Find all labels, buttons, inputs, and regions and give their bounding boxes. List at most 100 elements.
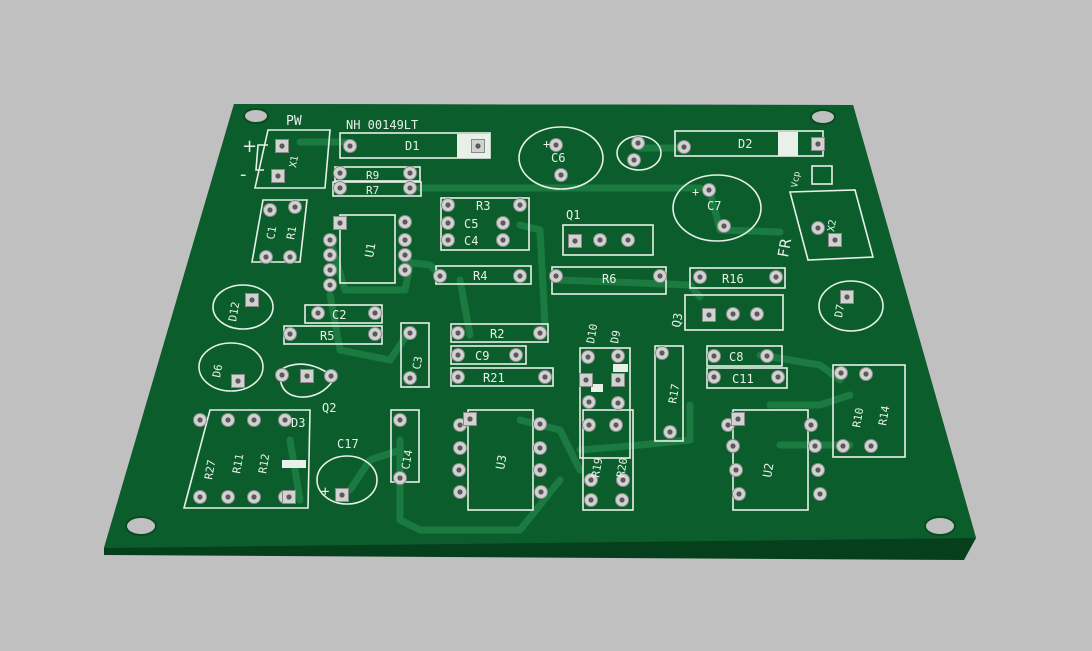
pad-drill (517, 273, 523, 279)
c14-label: C14 (399, 448, 415, 470)
pad-drill (475, 143, 481, 149)
pad-drill (275, 173, 281, 179)
r10-label: R10 (850, 407, 866, 429)
c7-label: C7 (707, 199, 721, 213)
c6-label: C6 (551, 151, 565, 165)
r5-label: R5 (320, 329, 334, 343)
c1-label: C1 (264, 225, 279, 240)
pad-drill (620, 477, 626, 483)
pad-drill (553, 273, 559, 279)
pad-drill (815, 141, 821, 147)
u2-label: U2 (760, 462, 776, 479)
pad-drill (287, 331, 293, 337)
pad-drill (397, 417, 403, 423)
pad-drill (292, 204, 298, 210)
power-plus-label: + (242, 136, 257, 157)
silkscreen-labels: NH 00149LT PW + - X1 FR X2 Vcp D1 D2 C6 … (202, 114, 892, 500)
pad-drill (733, 467, 739, 473)
pad-drill (538, 489, 544, 495)
pad-drill (631, 157, 637, 163)
pad-drill (407, 330, 413, 336)
pad-drill (537, 467, 543, 473)
u1-label: U1 (362, 242, 378, 259)
pad-drill (812, 443, 818, 449)
r9-label: R9 (366, 169, 379, 182)
r20-label: R20 (614, 457, 630, 479)
pad-drill (586, 399, 592, 405)
pad-drill (402, 267, 408, 273)
pad-drill (225, 417, 231, 423)
pad-drill (337, 170, 343, 176)
r1-label: R1 (284, 225, 299, 240)
power-minus-label: - (240, 164, 247, 185)
c4-label: C4 (464, 234, 478, 248)
d9-label: D9 (608, 329, 623, 344)
pad-drill (736, 491, 742, 497)
pad-drill (572, 238, 578, 244)
pad-drill (613, 422, 619, 428)
r16-label: R16 (722, 272, 744, 286)
r4-label: R4 (473, 269, 487, 283)
d12-label: D12 (226, 301, 242, 323)
pad-drill (667, 429, 673, 435)
d10-label: D10 (584, 323, 600, 345)
pad-drill (327, 282, 333, 288)
silkscreen-fills (282, 132, 798, 468)
c17-plus: + (321, 484, 329, 500)
pad-drill (455, 374, 461, 380)
d7-label: D7 (832, 303, 847, 318)
pad-drill (407, 170, 413, 176)
pad-drill (711, 353, 717, 359)
r27-label: R27 (202, 459, 218, 481)
d1-label: D1 (405, 139, 419, 153)
pad-drill (500, 220, 506, 226)
pad-drill (251, 417, 257, 423)
c7-plus: + (692, 185, 699, 199)
pad-drill (402, 237, 408, 243)
r14-label: R14 (876, 404, 892, 426)
pad-drill (863, 371, 869, 377)
c8-label: C8 (729, 350, 743, 364)
pad-drill (372, 331, 378, 337)
pad-drill (721, 223, 727, 229)
pad-drill (315, 310, 321, 316)
pad-drill (197, 417, 203, 423)
u3-label: U3 (493, 454, 509, 471)
pad-drill (279, 372, 285, 378)
pad-drill (445, 202, 451, 208)
vcp-label: Vcp (790, 171, 803, 189)
pad-drill (659, 350, 665, 356)
pad-drill (537, 330, 543, 336)
pad-drill (249, 297, 255, 303)
pad-drill (457, 445, 463, 451)
pad-drill (286, 494, 292, 500)
pad-drill (235, 378, 241, 384)
pads (193, 136, 878, 507)
pad-drill (619, 497, 625, 503)
pad-drill (457, 422, 463, 428)
d3-label: D3 (291, 416, 305, 430)
pad-drill (337, 220, 343, 226)
d6-label: D6 (210, 363, 225, 378)
pad-drill (445, 220, 451, 226)
pad-drill (455, 352, 461, 358)
pad-drill (457, 489, 463, 495)
pad-drill (328, 373, 334, 379)
pad-drill (775, 374, 781, 380)
pad-drill (764, 353, 770, 359)
pad-drill (615, 377, 621, 383)
pad-drill (327, 252, 333, 258)
q1-label: Q1 (566, 208, 580, 222)
pad-drill (251, 494, 257, 500)
pad-drill (407, 375, 413, 381)
mounting-holes (125, 108, 956, 536)
pad-drill (339, 492, 345, 498)
pad-drill (225, 494, 231, 500)
pad-drill (402, 252, 408, 258)
pad-drill (817, 491, 823, 497)
pad-drill (402, 219, 408, 225)
c9-label: C9 (475, 349, 489, 363)
pad-drill (327, 237, 333, 243)
pad-drill (347, 143, 353, 149)
